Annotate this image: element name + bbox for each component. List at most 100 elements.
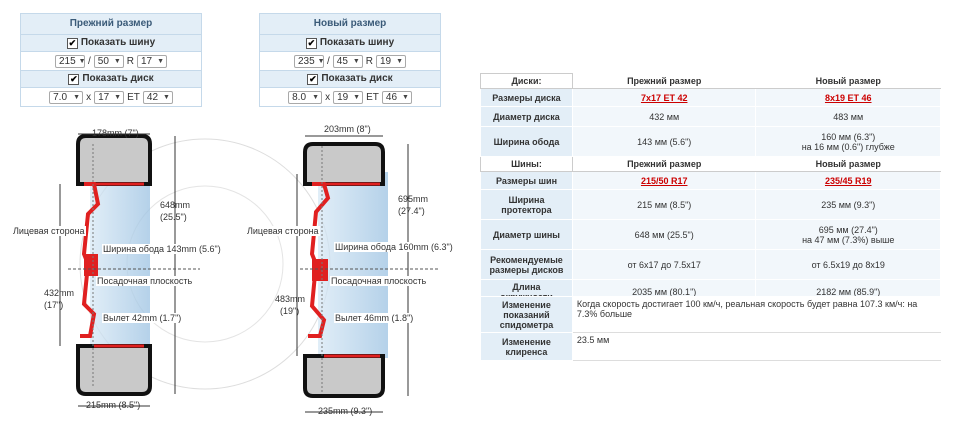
table-row: Рекомендуемые размеры дисков от 6x17 до … xyxy=(480,249,941,280)
new-offset-label: Вылет 46mm (1.8") xyxy=(334,313,415,323)
row-label: Рекомендуемые размеры дисков xyxy=(480,249,573,280)
new-tire-diam-label: 695mm xyxy=(398,194,429,204)
table-row: Размеры диска 7x17 ET 42 8x19 ET 46 xyxy=(480,88,941,107)
new-show-disk-label: Показать диск xyxy=(321,73,393,84)
old-tire-slash: / xyxy=(87,55,91,67)
col-old-header: Прежний размер xyxy=(571,73,757,89)
new-disk-diam-inch-label: (19") xyxy=(280,306,300,316)
old-disk-x-label: x xyxy=(86,91,92,103)
old-mount-plane-label: Посадочная плоскость xyxy=(96,276,194,286)
new-disk-et-select[interactable]: 46▼ xyxy=(381,90,412,104)
row-label: Ширина протектора xyxy=(480,189,573,220)
row-label: Диаметр шины xyxy=(480,219,573,250)
cell-value: от 6.5x19 до 8x19 xyxy=(755,249,941,280)
cell-value-line: 160 мм (6.3") xyxy=(821,131,876,142)
cell-value: 160 мм (6.3") на 16 мм (0.6") глубже xyxy=(755,126,941,157)
chevron-down-icon: ▼ xyxy=(401,93,409,101)
table-row: Диаметр шины 648 мм (25.5") 695 мм (27.4… xyxy=(480,219,941,250)
old-disk-diam-inch-label: (17") xyxy=(44,300,64,310)
col-old-header: Прежний размер xyxy=(571,156,757,172)
new-face-side-label: Лицевая сторона xyxy=(246,226,320,236)
new-wheel-drawing xyxy=(296,135,440,413)
cell-value: 695 мм (27.4") на 47 мм (7.3%) выше xyxy=(755,219,941,250)
old-show-disk-checkbox[interactable]: ✔ xyxy=(68,73,80,85)
old-tire-width-select[interactable]: 215▼ xyxy=(54,54,86,68)
chevron-down-icon: ▼ xyxy=(396,57,403,65)
old-show-tire-checkbox[interactable]: ✔ xyxy=(66,37,78,49)
chevron-down-icon: ▼ xyxy=(352,57,360,65)
table-row: Ширина протектора 215 мм (8.5") 235 мм (… xyxy=(480,189,941,220)
chevron-down-icon: ▼ xyxy=(78,57,86,65)
chevron-down-icon: ▼ xyxy=(353,93,361,101)
new-disk-diam-select[interactable]: 19▼ xyxy=(333,90,364,104)
old-tire-diam-inch-label: (25.5") xyxy=(160,212,187,222)
old-disk-et-select[interactable]: 42▼ xyxy=(142,90,173,104)
comparison-table: Диски: Прежний размер Новый размер Разме… xyxy=(480,73,941,305)
new-tire-diam-inch-label: (27.4") xyxy=(398,206,425,216)
new-tire-r-label: R xyxy=(365,55,373,67)
table-row: Изменение клиренса 23.5 мм xyxy=(480,332,942,361)
new-rim-width-label: Ширина обода 160mm (6.3") xyxy=(334,242,454,252)
old-rim-width-label: Ширина обода 143mm (5.6") xyxy=(102,244,222,254)
col-new-header: Новый размер xyxy=(755,156,941,172)
row-label: Изменение клиренса xyxy=(480,332,573,361)
tire-size-new-link[interactable]: 235/45 R19 xyxy=(824,175,872,186)
old-show-tire-toggle[interactable]: ✔ Показать шину xyxy=(21,35,201,52)
disks-section-header: Диски: xyxy=(480,73,573,89)
new-show-tire-label: Показать шину xyxy=(319,37,395,48)
new-disk-row: 8.0▼ x 19▼ ET 46▼ xyxy=(260,88,440,106)
new-tire-rim-select[interactable]: 19▼ xyxy=(376,54,406,68)
row-label: Диаметр диска xyxy=(480,106,573,127)
col-new-header: Новый размер xyxy=(755,73,941,89)
clearance-value: 23.5 мм xyxy=(571,332,942,361)
new-tire-width-select[interactable]: 235▼ xyxy=(293,54,325,68)
cell-value: 143 мм (5.6") xyxy=(571,126,757,157)
old-disk-row: 7.0▼ x 17▼ ET 42▼ xyxy=(21,88,201,106)
chevron-down-icon: ▼ xyxy=(113,57,121,65)
row-label: Размеры шин xyxy=(480,171,573,190)
row-label: Ширина обода xyxy=(480,126,573,157)
new-size-title: Новый размер xyxy=(260,14,440,35)
table-row: Размеры шин 215/50 R17 235/45 R19 xyxy=(480,171,941,190)
cell-value: от 6x17 до 7.5x17 xyxy=(571,249,757,280)
chevron-down-icon: ▼ xyxy=(312,93,320,101)
new-top-width-label: 203mm (8") xyxy=(324,124,371,134)
new-tire-slash: / xyxy=(326,55,330,67)
new-disk-width-select[interactable]: 8.0▼ xyxy=(288,90,323,104)
old-disk-et-label: ET xyxy=(127,91,140,103)
old-show-disk-toggle[interactable]: ✔ Показать диск xyxy=(21,70,201,88)
cell-value: 483 мм xyxy=(755,106,941,127)
old-offset-label: Вылет 42mm (1.7") xyxy=(102,313,183,323)
old-tire-profile-select[interactable]: 50▼ xyxy=(93,54,124,68)
old-tire-r-label: R xyxy=(126,55,134,67)
cell-value: 648 мм (25.5") xyxy=(571,219,757,250)
row-label: Изменение показаний спидометра xyxy=(480,296,573,333)
speedo-value: Когда скорость достигает 100 км/ч, реаль… xyxy=(571,296,942,333)
new-show-tire-checkbox[interactable]: ✔ xyxy=(305,37,317,49)
extra-info-table: Изменение показаний спидометра Когда ско… xyxy=(480,296,942,361)
new-show-disk-toggle[interactable]: ✔ Показать диск xyxy=(260,70,440,88)
old-size-panel: Прежний размер ✔ Показать шину 215▼ / 50… xyxy=(20,13,202,107)
cell-value-line: на 47 мм (7.3%) выше xyxy=(802,234,895,245)
table-row: Шины: Прежний размер Новый размер xyxy=(480,156,941,172)
disk-size-new-link[interactable]: 8x19 ET 46 xyxy=(824,92,872,103)
old-disk-diam-select[interactable]: 17▼ xyxy=(94,90,125,104)
wheel-diagrams xyxy=(59,133,440,413)
new-tire-profile-select[interactable]: 45▼ xyxy=(332,54,363,68)
old-tire-rim-select[interactable]: 17▼ xyxy=(137,54,167,68)
new-disk-diam-label: 483mm xyxy=(275,294,306,304)
old-disk-width-select[interactable]: 7.0▼ xyxy=(49,90,84,104)
tire-size-old-link[interactable]: 215/50 R17 xyxy=(640,175,688,186)
old-tire-diam-label: 648mm xyxy=(160,200,191,210)
new-mount-plane-label: Посадочная плоскость xyxy=(330,276,428,286)
disk-size-old-link[interactable]: 7x17 ET 42 xyxy=(640,92,688,103)
new-show-tire-toggle[interactable]: ✔ Показать шину xyxy=(260,35,440,52)
chevron-down-icon: ▼ xyxy=(317,57,325,65)
old-disk-diam-label: 432mm xyxy=(44,288,75,298)
table-row: Изменение показаний спидометра Когда ско… xyxy=(480,296,942,333)
new-size-panel: Новый размер ✔ Показать шину 235▼ / 45▼ … xyxy=(259,13,441,107)
old-tire-row: 215▼ / 50▼ R 17▼ xyxy=(21,52,201,70)
old-show-tire-label: Показать шину xyxy=(80,37,156,48)
new-show-disk-checkbox[interactable]: ✔ xyxy=(307,73,319,85)
cell-value: 215 мм (8.5") xyxy=(571,189,757,220)
